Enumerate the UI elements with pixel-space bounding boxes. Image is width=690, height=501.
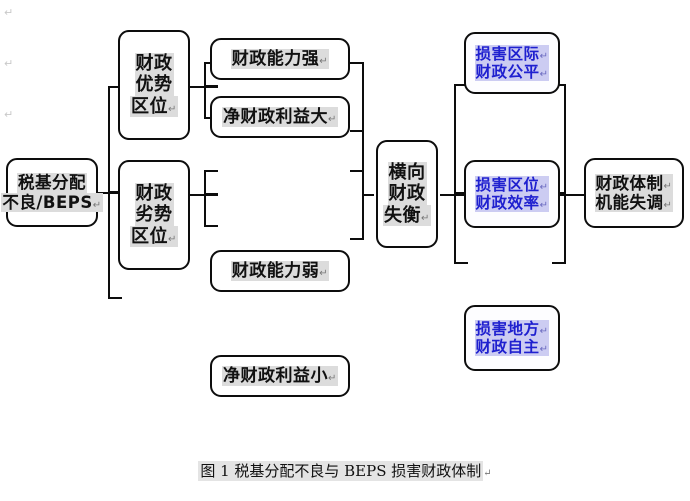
pilcrow: ↵: [483, 468, 492, 479]
node-harm-equity-line-1: 损害区际↵: [474, 44, 550, 63]
pilcrow: ↵: [328, 372, 337, 384]
connector-root-stub: [96, 192, 110, 194]
pilcrow: ↵: [319, 55, 329, 67]
bracket-imbalance-lower: [454, 194, 468, 264]
node-system-dysfunction[interactable]: 财政体制↵ 机能失调↵: [584, 158, 684, 228]
node-system-dysfunction-line-1: 财政体制↵: [594, 173, 674, 193]
connector-into-dysfunction: [564, 194, 584, 196]
pilcrow: ↵: [539, 200, 549, 211]
connector-into-imbalance: [362, 194, 374, 196]
node-system-dysfunction-line-2: 机能失调↵: [594, 193, 674, 213]
pilcrow: ↵: [539, 344, 549, 355]
node-advantage-line-1: 财政: [134, 53, 174, 75]
node-advantage-location[interactable]: 财政 优势 区位↵: [118, 30, 190, 140]
node-disadvantage-line-2: 劣势: [134, 204, 174, 226]
node-advantage-line-2: 优势: [134, 74, 174, 96]
node-horizontal-imbalance-line-1: 横向: [387, 162, 427, 184]
connector-disadvantage-stub: [190, 194, 206, 196]
pilcrow: ↵: [539, 50, 549, 62]
connector-collect-spine: [362, 96, 364, 206]
node-capacity-strong-line-1: 财政能力强↵: [230, 48, 330, 70]
node-horizontal-imbalance-line-2: 财政: [387, 183, 427, 205]
node-disadvantage-line-1: 财政: [134, 183, 174, 205]
pilcrow: ↵: [319, 267, 329, 279]
node-harm-local-autonomy[interactable]: 损害地方↵ 财政自主↵: [464, 305, 560, 371]
node-net-benefit-small-line-1: 净财政利益小↵: [222, 365, 338, 387]
bracket-imbalance-upper: [454, 84, 468, 194]
node-root-line-1: 税基分配: [17, 173, 87, 193]
figure-caption: 图 1 税基分配不良与 BEPS 损害财政体制↵: [0, 460, 690, 481]
pilcrow: ↵: [539, 69, 549, 80]
node-harm-efficiency-line-1: 损害区位↵: [474, 175, 550, 194]
node-harm-equity-line-2: 财政公平↵: [474, 63, 550, 82]
pilcrow: ↵: [539, 325, 549, 337]
pilcrow: ↵: [421, 212, 430, 224]
figure-caption-text: 图 1 税基分配不良与 BEPS 损害财政体制: [198, 461, 484, 481]
node-net-benefit-large-line-1: 净财政利益大↵: [222, 106, 338, 128]
node-harm-efficiency-line-2: 财政效率↵: [474, 194, 550, 213]
node-harm-autonomy-line-1: 损害地方↵: [474, 319, 550, 338]
node-net-benefit-large[interactable]: 净财政利益大↵: [210, 96, 350, 138]
node-horizontal-imbalance-line-3: 失衡↵: [383, 204, 431, 226]
pilcrow: ↵: [663, 180, 673, 192]
pilcrow: ↵: [168, 233, 177, 245]
margin-pilcrow-1: ↵: [4, 6, 14, 19]
node-advantage-line-3: 区位↵: [130, 95, 178, 117]
node-capacity-weak-line-1: 财政能力弱↵: [230, 260, 330, 282]
connector-imbalance-stub: [440, 194, 456, 196]
pilcrow: ↵: [663, 200, 673, 211]
margin-pilcrow-3: ↵: [4, 108, 14, 121]
bracket-disadvantage-upper: [204, 170, 218, 195]
node-harm-locational-efficiency[interactable]: 损害区位↵ 财政效率↵: [464, 160, 560, 228]
node-root[interactable]: 税基分配 不良/BEPS↵: [1, 158, 103, 227]
node-root-line-2: 不良/BEPS↵: [1, 192, 103, 212]
connector-advantage-stub: [190, 86, 206, 88]
bracket-disadvantage-lower: [204, 194, 218, 227]
node-harm-interregional-equity[interactable]: 损害区际↵ 财政公平↵: [464, 32, 560, 94]
node-horizontal-imbalance[interactable]: 横向 财政 失衡↵: [376, 140, 438, 248]
pilcrow: ↵: [92, 199, 102, 211]
node-disadvantage-line-3: 区位↵: [130, 225, 178, 247]
pilcrow: ↵: [539, 181, 549, 193]
margin-pilcrow-2: ↵: [4, 57, 14, 70]
node-capacity-strong[interactable]: 财政能力强↵: [210, 38, 350, 80]
node-disadvantage-location[interactable]: 财政 劣势 区位↵: [118, 160, 190, 270]
bracket-root-split-lower: [108, 192, 122, 299]
node-harm-autonomy-line-2: 财政自主↵: [474, 338, 550, 357]
node-net-benefit-small[interactable]: 净财政利益小↵: [210, 355, 350, 397]
pilcrow: ↵: [168, 103, 177, 115]
pilcrow: ↵: [328, 113, 337, 125]
node-capacity-weak[interactable]: 财政能力弱↵: [210, 250, 350, 292]
